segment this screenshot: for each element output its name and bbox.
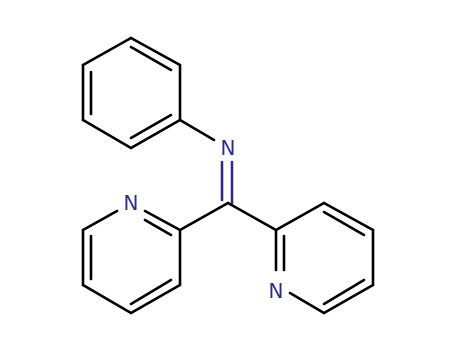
bond (143, 209, 182, 232)
bond (288, 291, 326, 315)
bond (129, 118, 182, 150)
bond (81, 36, 133, 67)
bond-center-right (226, 201, 278, 232)
left-pyridine-nitrogen-label: N (124, 191, 139, 215)
bond-double-inner (143, 218, 173, 237)
bond (81, 283, 133, 315)
bond-double-inner (129, 113, 173, 140)
bond (81, 118, 133, 150)
bond-phenyl-n (178, 118, 216, 142)
bond-double-inner (322, 278, 366, 306)
bond (322, 201, 375, 232)
bond-double-inner (322, 210, 366, 237)
bond-center-left (178, 201, 230, 232)
bond (81, 209, 119, 232)
imine-nitrogen-label: N (221, 136, 236, 160)
bond-double-inner (129, 45, 173, 72)
phenyl-ring (81, 36, 182, 150)
bond (129, 283, 182, 315)
bond (274, 201, 326, 232)
bond (129, 36, 182, 67)
right-pyridine-ring (274, 201, 375, 315)
right-pyridine-nitrogen-label: N (269, 279, 284, 303)
left-pyridine-ring (81, 209, 182, 315)
bond (322, 283, 375, 315)
bond-double-inner (129, 278, 173, 306)
